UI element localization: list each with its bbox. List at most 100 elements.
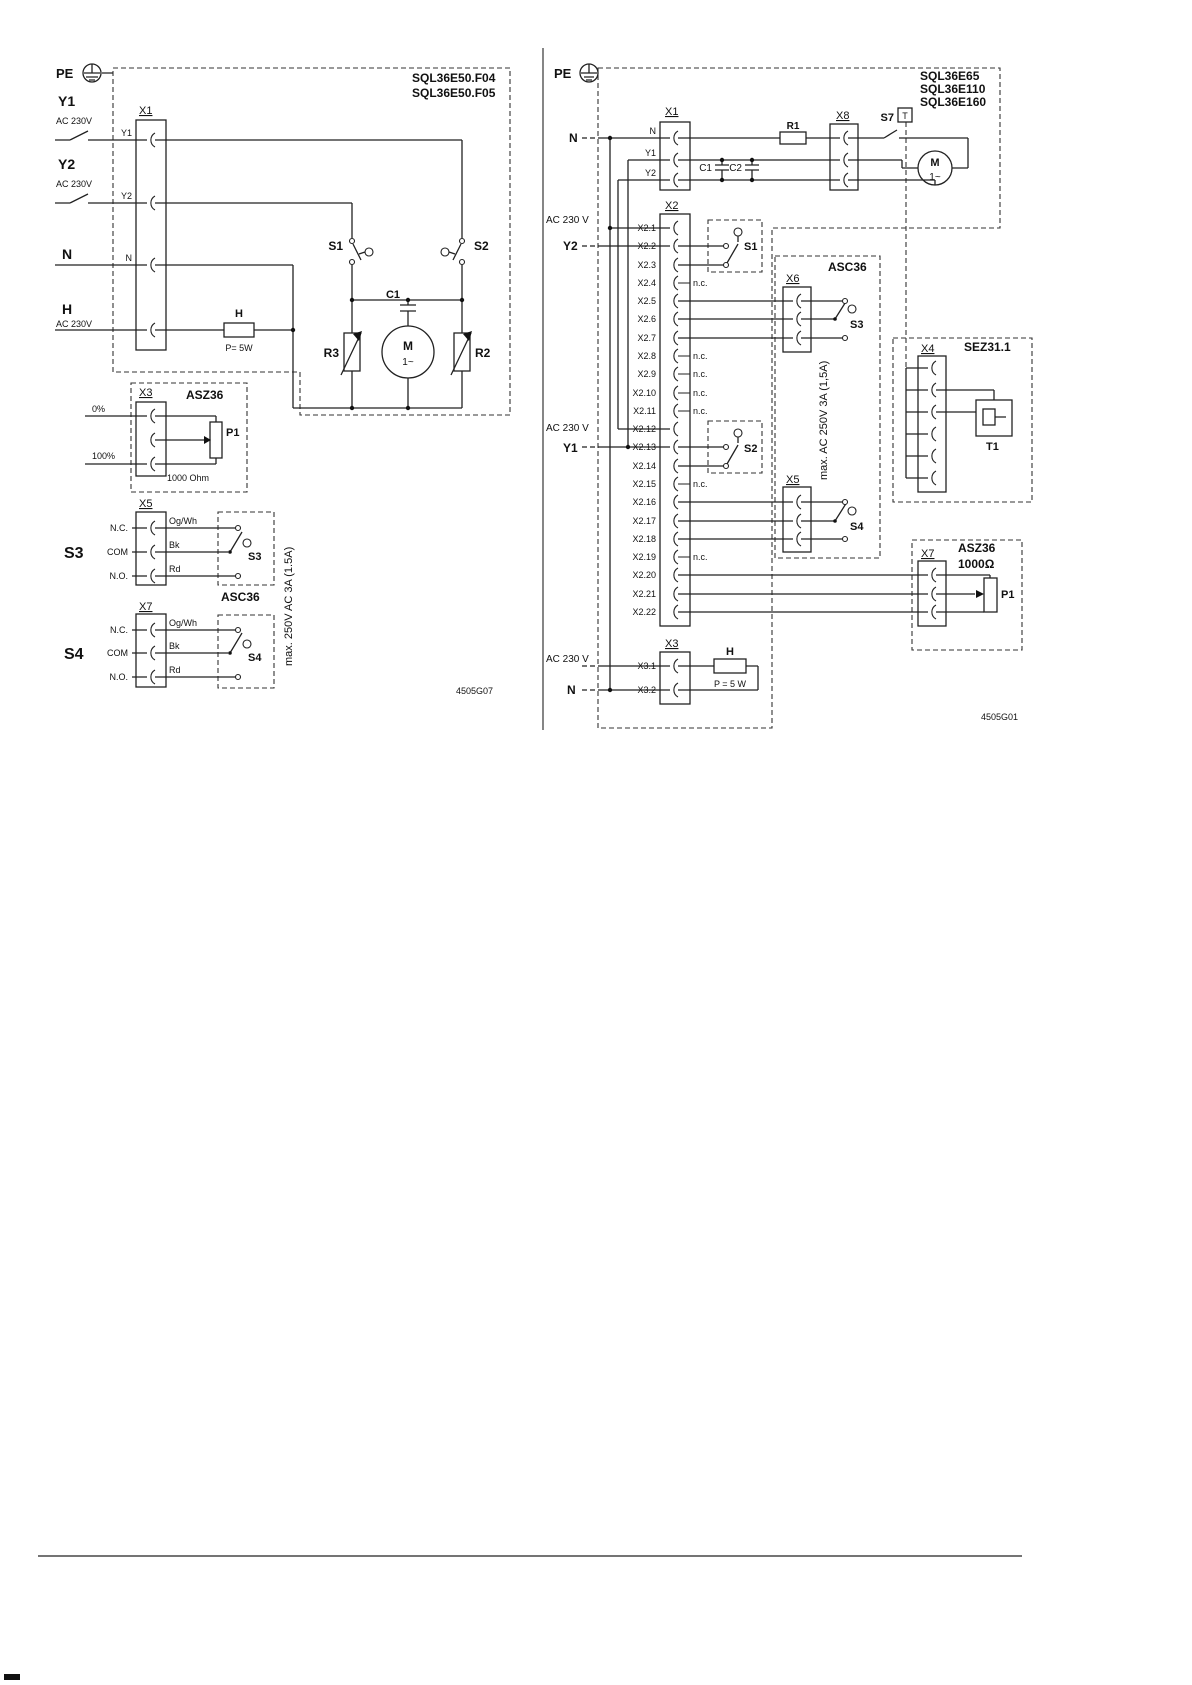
rating-label: max. AC 250V 3A (1,5A) (818, 361, 830, 480)
terminal-label: X2.4 (637, 278, 656, 288)
model-title: SQL36E50.F04 (412, 71, 496, 85)
connector-x7 (917, 560, 947, 627)
r3-label: R3 (324, 346, 340, 360)
terminal-label: X2.22 (632, 607, 656, 617)
s4-external-label: S4 (64, 646, 84, 663)
heater-label: H (235, 308, 243, 320)
x6-label: X6 (786, 273, 799, 285)
wire-color-label: Og/Wh (169, 618, 197, 628)
wiring (55, 64, 472, 678)
input-n-label: N (569, 131, 578, 145)
terminal-label: X2.3 (637, 260, 656, 270)
terminal-label: Y1 (121, 128, 132, 138)
wire-color-label: Og/Wh (169, 516, 197, 526)
pe-label: PE (56, 66, 74, 81)
pe-ground-icon (579, 63, 599, 83)
row-no-label: N.O. (109, 672, 128, 682)
input-n-label: N (62, 246, 72, 262)
s1-label: S1 (328, 239, 343, 253)
terminal-label: X2.5 (637, 296, 656, 306)
x2-label: X2 (665, 200, 678, 212)
row-com-label: COM (107, 547, 128, 557)
cam-icon (242, 538, 252, 548)
c1-label: C1 (386, 289, 400, 301)
terminal-label: X2.12 (632, 424, 656, 434)
dashed-boundaries (597, 67, 1033, 729)
x1-label: X1 (139, 105, 152, 117)
connector-x4 (917, 355, 947, 493)
t1-inner-symbol (982, 408, 996, 426)
cam-icon (440, 247, 450, 257)
s1-label: S1 (744, 241, 757, 253)
x7-label: X7 (139, 601, 152, 613)
s2-label: S2 (474, 239, 489, 253)
connector-x2 (659, 213, 691, 627)
ac230-label: AC 230 V (546, 654, 589, 665)
potentiometer-p1 (209, 421, 223, 459)
wire-color-label: Rd (169, 665, 181, 675)
connector-x6 (782, 286, 812, 353)
row-nc-label: N.C. (110, 625, 128, 635)
connector-x3 (135, 401, 167, 477)
input-y1-label: Y1 (58, 93, 75, 109)
s3-switch-label: S3 (248, 551, 261, 563)
input-y2-voltage: AC 230V (56, 179, 92, 189)
terminal-label: X2.19 (632, 552, 656, 562)
s7-label: S7 (881, 112, 894, 124)
t1-label: T1 (986, 441, 999, 453)
input-h-voltage: AC 230V (56, 319, 92, 329)
model-title: SQL36E110 (920, 82, 986, 96)
terminal-label: X2.20 (632, 570, 656, 580)
x8-label: X8 (836, 110, 849, 122)
wire-color-label: Rd (169, 564, 181, 574)
thermal-t-label: T (902, 111, 908, 121)
page-furniture (4, 48, 1022, 1680)
motor-phase-label: 1~ (402, 357, 414, 368)
terminal-arcs (150, 130, 937, 698)
model-title: SQL36E50.F05 (412, 86, 496, 100)
s3-external-label: S3 (64, 545, 84, 562)
potentiometer-p1 (983, 577, 998, 613)
terminal-label: X2.9 (637, 369, 656, 379)
cam-icon (733, 227, 743, 237)
x1-label: X1 (665, 106, 678, 118)
nc-label: n.c. (693, 479, 708, 489)
terminal-label: X2.7 (637, 333, 656, 343)
nc-label: n.c. (693, 369, 708, 379)
junction-dots (290, 297, 465, 411)
r1-label: R1 (787, 121, 800, 132)
wire-color-label: Bk (169, 540, 180, 550)
model-title: SQL36E160 (920, 95, 986, 109)
terminal-label: Y1 (645, 148, 656, 158)
asc36-label: ASC36 (221, 590, 260, 604)
doc-code: 4505G07 (456, 686, 493, 696)
r2-label: R2 (475, 346, 491, 360)
c1-label: C1 (699, 163, 712, 174)
cam-icon (847, 506, 857, 516)
nc-label: n.c. (693, 278, 708, 288)
cam-icon (242, 639, 252, 649)
asz36-label: ASZ36 (958, 541, 996, 555)
cam-icon (364, 247, 374, 257)
heater-resistor (713, 658, 747, 674)
heater-resistor (223, 322, 255, 338)
x5-label: X5 (139, 498, 152, 510)
asc36-label: ASC36 (828, 260, 867, 274)
pct0-label: 0% (92, 404, 105, 414)
terminal-label: X2.18 (632, 534, 656, 544)
motor-phase-label: 1~ (929, 172, 941, 183)
input-y2-label: Y2 (58, 156, 75, 172)
resistor-r3 (343, 332, 361, 372)
motor-symbol (381, 325, 435, 379)
terminal-label: X2.21 (632, 589, 656, 599)
row-nc-label: N.C. (110, 523, 128, 533)
switch-contacts (228, 237, 466, 681)
resistor-r2 (453, 332, 471, 372)
dashed-boundaries (112, 67, 511, 689)
page-corner-mark (4, 1674, 20, 1680)
x3-label: X3 (665, 638, 678, 650)
wiper-arrow-icon (204, 436, 211, 444)
row-no-label: N.O. (109, 571, 128, 581)
heater-power-label: P= 5W (225, 343, 253, 353)
